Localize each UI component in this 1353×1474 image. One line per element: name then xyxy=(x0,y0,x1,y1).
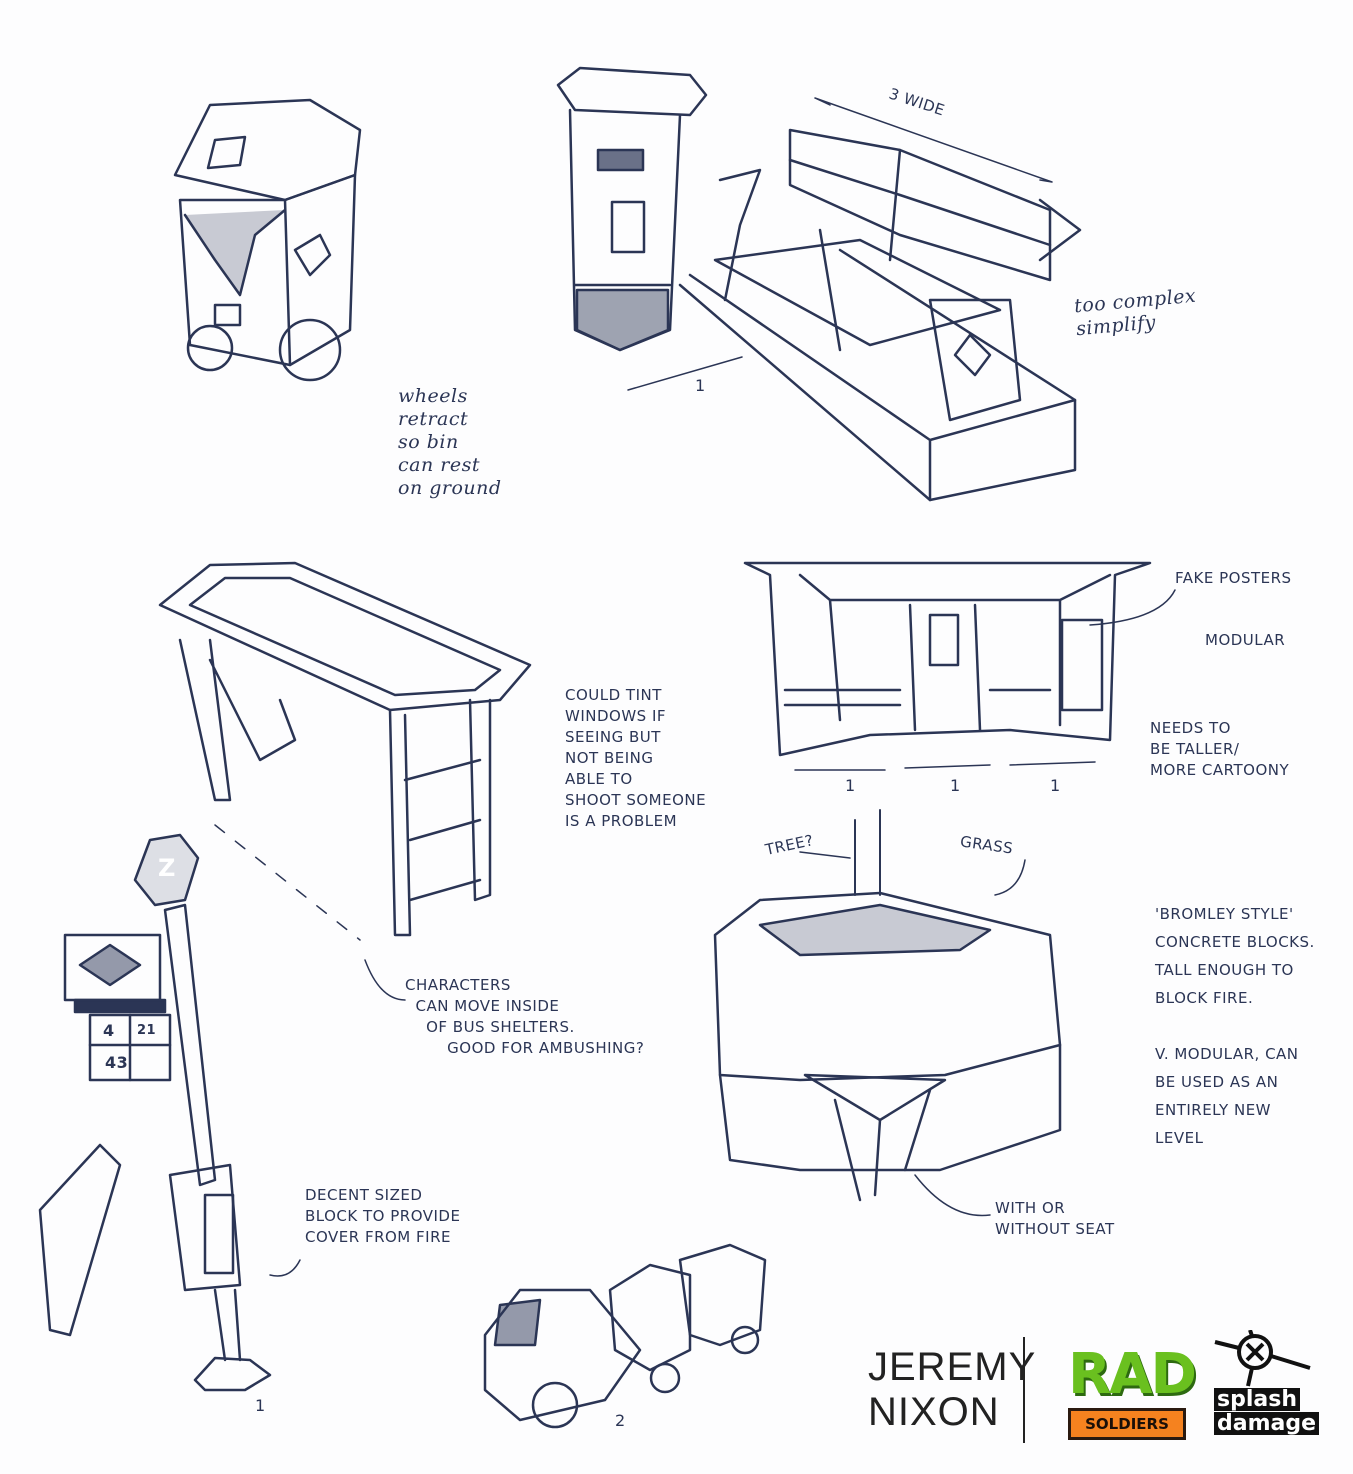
splash-logo-word2: damage xyxy=(1214,1412,1320,1435)
splash-crosshair-icon xyxy=(1214,1329,1311,1387)
shelter-dim-3: 1 xyxy=(1050,776,1061,795)
author-name: JEREMY NIXON xyxy=(868,1345,1037,1434)
route-number: 43 xyxy=(105,1053,129,1072)
wheelie-bin-sketch xyxy=(173,98,362,382)
bus-shelter-front-sketch xyxy=(743,561,1152,771)
bus-shelter-sketch xyxy=(158,561,532,941)
shelter-dim-2: 1 xyxy=(950,776,961,795)
cover-note: DECENT SIZED BLOCK TO PROVIDE COVER FROM… xyxy=(305,1186,461,1246)
bench-depth-label: 1 xyxy=(695,376,706,395)
rad-soldiers-logo: RAD SOLDIERS xyxy=(1048,1338,1198,1440)
annotation-arrows xyxy=(269,589,1176,1277)
bins-width-label: 2 xyxy=(615,1411,626,1430)
bromley-note: 'BROMLEY STYLE' CONCRETE BLOCKS. TALL EN… xyxy=(1155,905,1315,1147)
route-number: 21 xyxy=(137,1023,157,1038)
shelter-dim-1: 1 xyxy=(845,776,856,795)
bus-stop-letter: Z xyxy=(158,854,176,882)
credits-divider xyxy=(1023,1337,1025,1443)
bus-stop-pole-sketch xyxy=(38,833,272,1392)
shelter-characters-note: CHARACTERS CAN MOVE INSIDE OF BUS SHELTE… xyxy=(405,976,645,1057)
splash-logo-word1: splash xyxy=(1214,1388,1300,1411)
route-number: 4 xyxy=(103,1021,115,1040)
taller-note: NEEDS TO BE TALLER/ MORE CARTOONY xyxy=(1150,719,1290,779)
splash-damage-logo: splash damage xyxy=(1210,1329,1320,1440)
stop-dim-label: 1 xyxy=(255,1396,266,1415)
rad-logo-letters: RAD xyxy=(1068,1342,1197,1407)
fake-posters-note: FAKE POSTERS xyxy=(1175,569,1292,587)
bin-note: wheels retract so bin can rest on ground xyxy=(398,385,502,499)
bins-row-sketch xyxy=(483,1243,767,1429)
modular-note: MODULAR xyxy=(1205,631,1286,649)
rad-logo-banner: SOLDIERS xyxy=(1068,1408,1186,1440)
pillar-postbox-sketch xyxy=(556,66,708,352)
shelter-tint-note: COULD TINT WINDOWS IF SEEING BUT NOT BEI… xyxy=(565,686,707,830)
concrete-planter-sketch xyxy=(713,809,1062,1202)
seat-note: WITH OR WITHOUT SEAT xyxy=(995,1199,1115,1238)
bench-sketch xyxy=(627,97,1082,502)
